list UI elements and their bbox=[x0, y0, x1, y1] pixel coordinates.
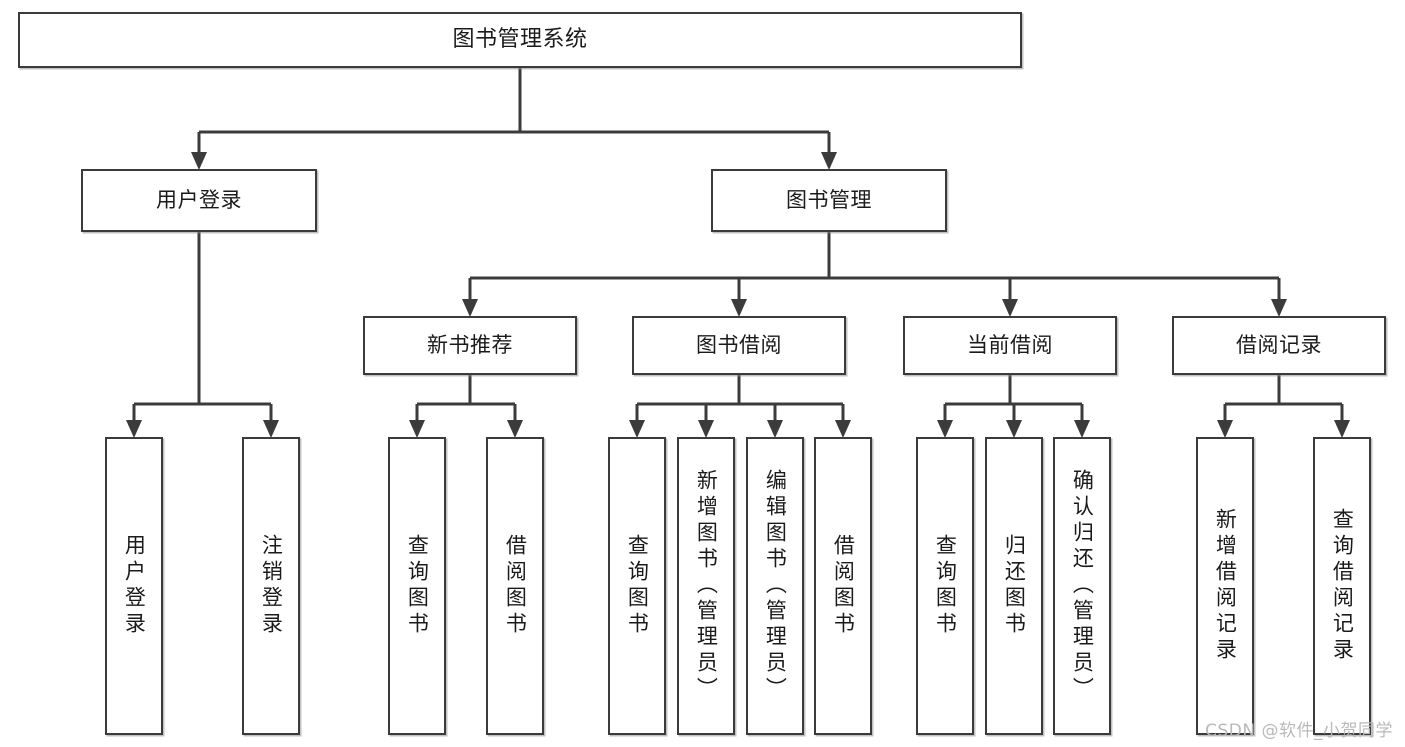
node-label-leaf-query-book-2: 查询图书 bbox=[625, 534, 650, 638]
arrowhead-book-manage bbox=[821, 152, 837, 170]
arrowhead-leaf-borrow-book-2 bbox=[835, 420, 851, 438]
node-root[interactable]: 图书管理系统 bbox=[18, 12, 1022, 68]
node-leaf-add-record[interactable]: 新增借阅记录 bbox=[1196, 437, 1254, 735]
node-current-borrow[interactable]: 当前借阅 bbox=[903, 316, 1117, 375]
node-user-login[interactable]: 用户登录 bbox=[81, 169, 317, 232]
node-label-leaf-borrow-book-2: 借阅图书 bbox=[831, 534, 856, 638]
arrowhead-leaf-user-login bbox=[126, 420, 142, 438]
node-label-user-login: 用户登录 bbox=[156, 188, 242, 213]
arrowhead-leaf-logout bbox=[263, 420, 279, 438]
arrowhead-leaf-query-book-3 bbox=[937, 420, 953, 438]
arrowhead-borrow-record bbox=[1271, 299, 1287, 317]
arrowhead-leaf-return-book bbox=[1006, 420, 1022, 438]
node-label-leaf-query-record: 查询借阅记录 bbox=[1330, 508, 1355, 664]
node-label-leaf-borrow-book-1: 借阅图书 bbox=[503, 534, 528, 638]
node-leaf-borrow-book-2[interactable]: 借阅图书 bbox=[814, 437, 872, 735]
node-label-leaf-query-book-3: 查询图书 bbox=[933, 534, 958, 638]
node-label-leaf-logout: 注销登录 bbox=[259, 534, 284, 638]
node-leaf-query-book-3[interactable]: 查询图书 bbox=[916, 437, 974, 735]
node-leaf-query-book-2[interactable]: 查询图书 bbox=[608, 437, 666, 735]
arrowhead-leaf-add-book bbox=[698, 420, 714, 438]
node-label-current-borrow: 当前借阅 bbox=[967, 333, 1053, 358]
node-label-leaf-add-record: 新增借阅记录 bbox=[1213, 508, 1238, 664]
node-label-borrow-record: 借阅记录 bbox=[1236, 333, 1322, 358]
node-leaf-confirm-ret[interactable]: 确认归还（管理员） bbox=[1053, 437, 1111, 735]
node-label-leaf-return-book: 归还图书 bbox=[1002, 534, 1027, 638]
node-leaf-user-login[interactable]: 用户登录 bbox=[105, 437, 163, 735]
node-label-leaf-add-book: 新增图书（管理员） bbox=[694, 469, 719, 703]
arrowhead-leaf-query-book-2 bbox=[629, 420, 645, 438]
node-label-leaf-user-login: 用户登录 bbox=[122, 534, 147, 638]
arrowhead-leaf-borrow-book-1 bbox=[507, 420, 523, 438]
node-book-borrow[interactable]: 图书借阅 bbox=[632, 316, 846, 375]
arrowhead-book-borrow bbox=[731, 299, 747, 317]
node-leaf-query-record[interactable]: 查询借阅记录 bbox=[1313, 437, 1371, 735]
arrowhead-leaf-edit-book bbox=[767, 420, 783, 438]
arrowhead-leaf-confirm-ret bbox=[1074, 420, 1090, 438]
arrowhead-leaf-add-record bbox=[1217, 420, 1233, 438]
node-leaf-logout[interactable]: 注销登录 bbox=[242, 437, 300, 735]
arrowhead-leaf-query-book-1 bbox=[409, 420, 425, 438]
node-leaf-borrow-book-1[interactable]: 借阅图书 bbox=[486, 437, 544, 735]
node-borrow-record[interactable]: 借阅记录 bbox=[1172, 316, 1386, 375]
node-book-manage[interactable]: 图书管理 bbox=[711, 169, 947, 232]
node-label-book-borrow: 图书借阅 bbox=[696, 333, 782, 358]
arrowhead-new-book-rec bbox=[462, 299, 478, 317]
node-label-leaf-query-book-1: 查询图书 bbox=[405, 534, 430, 638]
node-label-new-book-rec: 新书推荐 bbox=[427, 333, 513, 358]
node-leaf-edit-book[interactable]: 编辑图书（管理员） bbox=[746, 437, 804, 735]
arrowhead-user-login bbox=[191, 152, 207, 170]
node-new-book-rec[interactable]: 新书推荐 bbox=[363, 316, 577, 375]
node-leaf-query-book-1[interactable]: 查询图书 bbox=[388, 437, 446, 735]
node-leaf-return-book[interactable]: 归还图书 bbox=[985, 437, 1043, 735]
node-label-leaf-confirm-ret: 确认归还（管理员） bbox=[1070, 469, 1095, 703]
watermark-label: CSDN @软件_小贺同学 bbox=[1205, 721, 1393, 741]
node-leaf-add-book[interactable]: 新增图书（管理员） bbox=[677, 437, 735, 735]
arrowhead-leaf-query-record bbox=[1334, 420, 1350, 438]
node-label-leaf-edit-book: 编辑图书（管理员） bbox=[763, 469, 788, 703]
arrowhead-current-borrow bbox=[1002, 299, 1018, 317]
node-label-book-manage: 图书管理 bbox=[786, 188, 872, 213]
node-label-root: 图书管理系统 bbox=[452, 27, 588, 53]
